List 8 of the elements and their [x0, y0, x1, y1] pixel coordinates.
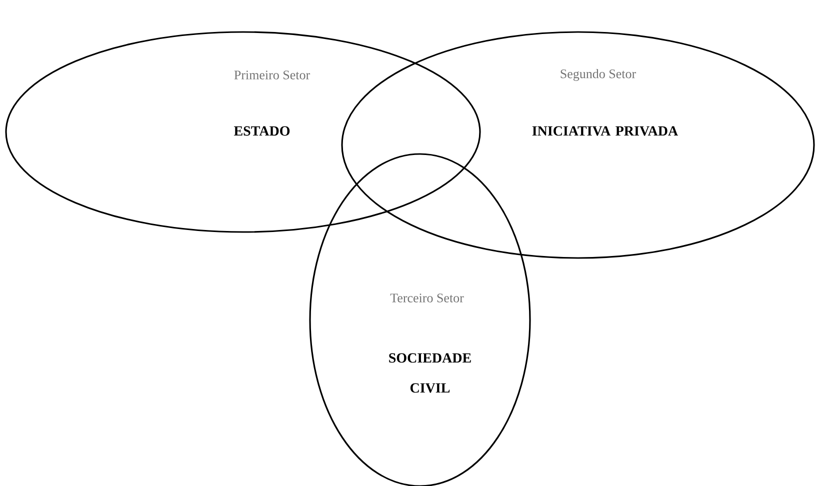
sector-name: Terceiro Setor: [390, 294, 464, 302]
sector-label: INICIATIVA PRIVADA: [532, 126, 678, 136]
sector-label: ESTADO: [234, 126, 290, 136]
sector-name: Segundo Setor: [560, 69, 636, 81]
sector-name: Primeiro Setor: [234, 70, 310, 80]
sector-label: SOCIEDADE CIVIL: [389, 353, 471, 393]
sector-ellipse: [341, 31, 815, 259]
sector-ellipse: [5, 31, 481, 233]
